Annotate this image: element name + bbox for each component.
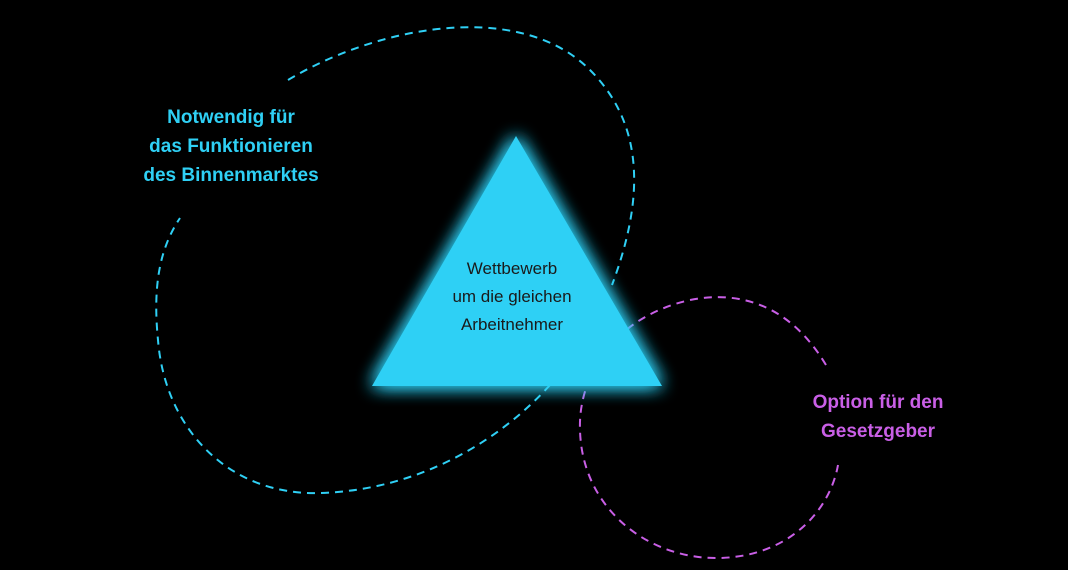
triangle-text-line: um die gleichen	[452, 287, 572, 306]
triangle-text-line: Arbeitnehmer	[460, 315, 564, 334]
right-label: Option für den Gesetzgeber	[768, 388, 988, 446]
right-label-line: Gesetzgeber	[820, 421, 936, 442]
center-triangle	[372, 136, 662, 386]
cyan-dashed-loop-lower	[155, 217, 551, 495]
triangle-text-line: Wettbewerb	[466, 259, 558, 278]
left-label-line: Notwendig für	[167, 107, 295, 128]
triangle-text: Wettbewerb um die gleichen Arbeitnehmer	[412, 255, 612, 339]
left-label: Notwendig für das Funktionieren des Binn…	[96, 103, 366, 190]
cyan-dashed-loop-upper	[287, 26, 636, 286]
left-label-line: des Binnenmarktes	[143, 165, 319, 186]
left-label-line: das Funktionieren	[149, 136, 313, 157]
right-label-line: Option für den	[812, 392, 944, 413]
